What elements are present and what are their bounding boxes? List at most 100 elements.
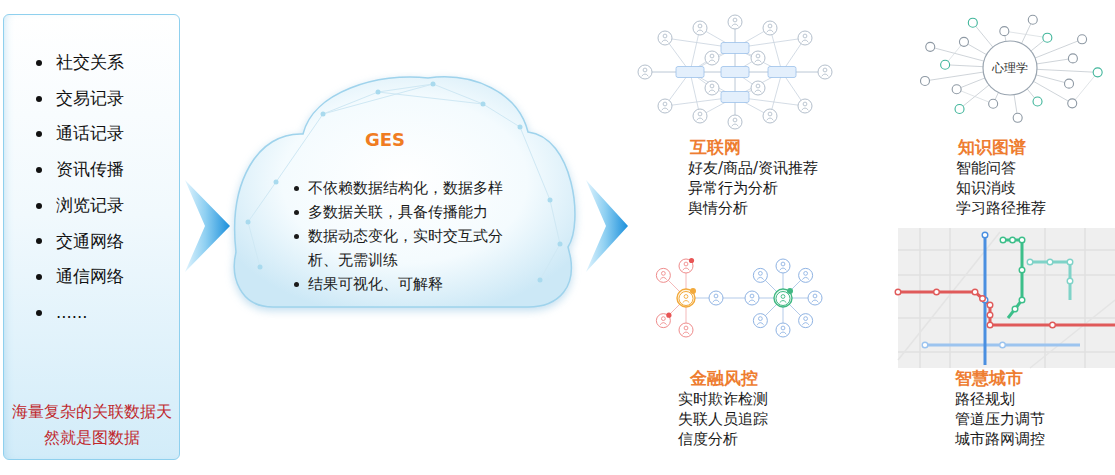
person-head xyxy=(813,294,817,298)
cloud-bullet: 数据动态变化，实时交互式分析、无需训练 xyxy=(290,224,508,272)
person-circle xyxy=(799,268,813,282)
metro-station xyxy=(1067,278,1073,284)
person-circle xyxy=(763,109,777,123)
cloud-network-dot xyxy=(558,242,563,247)
cloud-network-dot xyxy=(376,90,381,95)
scenario-item: 知识消歧 xyxy=(956,178,1046,198)
person-circle xyxy=(705,51,719,65)
scenario-item: 学习路径推荐 xyxy=(956,198,1046,218)
person-head xyxy=(663,102,667,106)
person-circle xyxy=(656,268,670,282)
person-body xyxy=(662,108,669,110)
cloud-network-dot xyxy=(258,265,263,270)
note-text: 海量复杂的关联数据天然就是图数据 xyxy=(10,399,173,451)
concept-dot xyxy=(1043,33,1052,42)
person-icon xyxy=(798,31,812,45)
cloud-network-dot xyxy=(321,112,326,117)
metro-station xyxy=(982,232,988,238)
cloud-network-link xyxy=(323,92,378,114)
hub-box xyxy=(721,67,749,78)
person-body xyxy=(660,323,667,325)
person-body xyxy=(683,268,690,270)
cloud-bullet: 不依赖数据结构化，数据多样 xyxy=(290,176,508,200)
person-icon xyxy=(728,115,742,129)
metro-station xyxy=(1019,267,1025,273)
metro-station xyxy=(1027,259,1033,265)
concept-dot xyxy=(1000,27,1009,36)
person-icon xyxy=(818,65,832,79)
person-body xyxy=(780,301,787,303)
scenario-item: 异常行为分析 xyxy=(688,178,818,198)
cloud-network-dot xyxy=(431,82,436,87)
cloud-network-link xyxy=(276,114,323,182)
person-head xyxy=(684,326,688,330)
note-wrap: 海量复杂的关联数据天然就是图数据 xyxy=(10,399,173,451)
scenario-item: 城市路网调控 xyxy=(955,429,1045,449)
person-circle xyxy=(705,81,719,95)
person-body xyxy=(732,24,739,26)
person-circle xyxy=(751,51,765,65)
person-body xyxy=(780,268,787,270)
person-icon xyxy=(751,51,765,65)
person-body xyxy=(802,277,809,279)
concept-dot xyxy=(968,18,977,27)
person-circle xyxy=(679,292,693,306)
person-head xyxy=(804,271,808,275)
concept-dot xyxy=(1033,97,1042,106)
source-panel: 社交关系交易记录通话记录资讯传播浏览记录交通网络通信网络......海量复杂的关… xyxy=(3,14,180,460)
person-head xyxy=(643,68,647,72)
person-circle xyxy=(776,292,790,306)
trusted-hub xyxy=(774,289,792,307)
map-road xyxy=(1044,228,1046,368)
person-icon xyxy=(798,99,812,113)
concept-dot xyxy=(1028,15,1037,24)
concept-dot xyxy=(920,76,929,85)
cloud-bullet: 多数据关联，具备传播能力 xyxy=(290,200,508,224)
bullet-item: 交通网络 xyxy=(4,224,179,260)
cloud-network-dot xyxy=(274,180,279,185)
scenario-item: 实时欺诈检测 xyxy=(678,389,768,409)
person-head xyxy=(698,24,702,28)
concept-dot xyxy=(941,60,950,69)
metro-line xyxy=(898,292,1115,325)
metro-station xyxy=(934,289,940,295)
cloud-network-dot xyxy=(518,125,523,130)
graph-link xyxy=(1072,72,1097,103)
map-road xyxy=(1030,300,1115,368)
person-circle xyxy=(818,65,832,79)
concept-dot xyxy=(926,42,935,51)
person-circle xyxy=(753,268,767,282)
person-body xyxy=(812,300,819,302)
person-circle xyxy=(638,65,652,79)
person-icon xyxy=(656,268,670,282)
person-icon xyxy=(679,292,693,306)
metro-station xyxy=(1047,259,1053,265)
person-body xyxy=(709,60,716,62)
person-body xyxy=(749,300,756,302)
person-icon xyxy=(679,323,693,337)
scenario-title: 金融风控 xyxy=(678,367,768,389)
person-icon xyxy=(808,291,822,305)
person-icon xyxy=(638,65,652,79)
person-icon xyxy=(776,323,790,337)
person-circle xyxy=(658,99,672,113)
concept-dot xyxy=(1013,113,1022,122)
person-body xyxy=(709,90,716,92)
person-circle xyxy=(808,291,822,305)
bullet-item: ...... xyxy=(4,295,179,331)
person-circle xyxy=(728,15,742,29)
person-body xyxy=(662,40,669,42)
person-body xyxy=(757,277,764,279)
person-icon xyxy=(658,99,672,113)
person-icon xyxy=(776,292,790,306)
person-circle xyxy=(658,31,672,45)
person-head xyxy=(684,295,688,299)
person-icon xyxy=(753,314,767,328)
metro-station xyxy=(1000,342,1006,348)
person-circle xyxy=(751,81,765,95)
person-icon xyxy=(658,31,672,45)
hub-box xyxy=(721,43,749,54)
metro-station xyxy=(895,289,901,295)
person-body xyxy=(755,60,762,62)
